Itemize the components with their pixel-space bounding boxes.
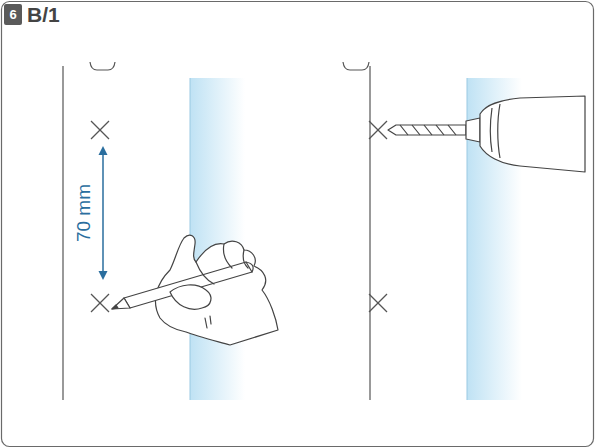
step-left [63,62,278,400]
step-number: 6 [9,7,16,22]
step-title: B/1 [27,3,60,27]
dimension-label: 70 mm [73,184,95,242]
step-right [343,62,585,400]
step-badge: 6 [4,4,22,25]
